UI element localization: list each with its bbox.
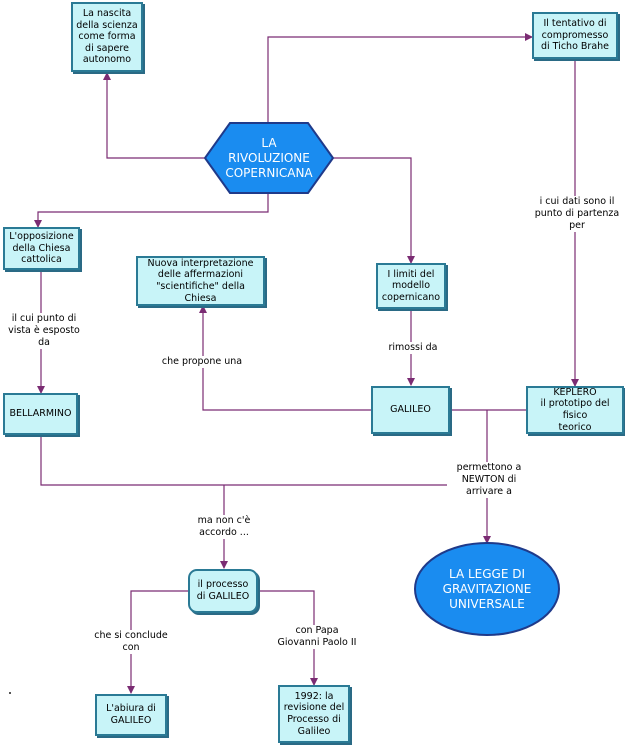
node-opposizione[interactable]: L'opposizione della Chiesa cattolica — [3, 227, 80, 270]
label-papa: con Papa Giovanni Paolo II — [266, 625, 368, 649]
label-propone: che propone una — [155, 356, 249, 368]
connector-galileo-nuova — [199, 305, 371, 411]
goal-ellipse-text: LA LEGGE DI GRAVITAZIONE UNIVERSALE — [442, 566, 532, 611]
node-nuova-text: Nuova interpretazione delle affermazioni… — [147, 257, 254, 304]
node-tentativo[interactable]: Il tentativo di compromesso di Ticho Bra… — [532, 12, 618, 59]
label-permettono: permettono a NEWTON di arrivare a — [447, 462, 531, 498]
node-galileo[interactable]: GALILEO — [371, 386, 450, 434]
label-dati: i cui dati sono il punto di partenza per — [530, 196, 624, 232]
connector-bellarmino-processo — [40, 435, 487, 486]
label-conclude: che si conclude con — [88, 630, 174, 654]
connector-center-opposizione — [34, 193, 269, 228]
node-bellarmino[interactable]: BELLARMINO — [3, 393, 78, 435]
connector-center-limiti — [333, 157, 415, 264]
node-keplero-text: KEPLERO il prototipo del fisico teorico — [540, 386, 610, 433]
node-nascita[interactable]: La nascita della scienza come forma di s… — [71, 2, 143, 72]
label-punto-vista: il cui punto di vista è esposto da — [4, 313, 84, 349]
node-revisione[interactable]: 1992: la revisione del Processo di Galil… — [278, 685, 350, 743]
node-limiti-text: I limiti del modello copernicano — [381, 268, 441, 303]
node-bellarmino-text: BELLARMINO — [9, 408, 72, 420]
goal-ellipse — [414, 542, 560, 636]
node-tentativo-text: Il tentativo di compromesso di Ticho Bra… — [540, 18, 610, 53]
node-nuova[interactable]: Nuova interpretazione delle affermazioni… — [136, 256, 265, 306]
node-galileo-text: GALILEO — [390, 404, 431, 416]
node-keplero[interactable]: KEPLERO il prototipo del fisico teorico — [526, 386, 624, 434]
center-hexagon-text: LA RIVOLUZIONE COPERNICANA — [225, 135, 313, 180]
node-revisione-text: 1992: la revisione del Processo di Galil… — [283, 690, 345, 737]
label-rimossi: rimossi da — [382, 342, 444, 354]
node-abiura[interactable]: L'abiura di GALILEO — [95, 694, 167, 736]
center-hexagon — [203, 122, 335, 194]
connector-center-nascita — [103, 72, 207, 159]
node-nascita-text: La nascita della scienza come forma di s… — [76, 8, 138, 66]
connector-center-tentativo — [267, 33, 533, 125]
node-opposizione-text: L'opposizione della Chiesa cattolica — [9, 231, 74, 266]
label-accordo: ma non c'è accordo ... — [190, 515, 258, 539]
stray-dot — [9, 692, 11, 694]
connector-processo-revisione — [258, 590, 318, 686]
node-limiti[interactable]: I limiti del modello copernicano — [376, 263, 446, 309]
connector-processo-abiura — [127, 590, 188, 694]
node-processo-text: il processo di GALILEO — [196, 579, 250, 602]
node-abiura-text: L'abiura di GALILEO — [106, 703, 156, 726]
node-processo[interactable]: il processo di GALILEO — [188, 569, 258, 613]
